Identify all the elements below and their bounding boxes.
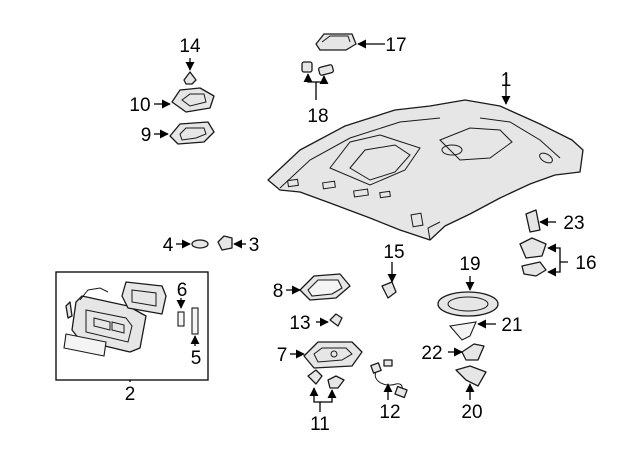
callout-4: 4 — [163, 235, 174, 256]
overhead-console-part-7 — [303, 341, 363, 369]
clip-part-3 — [217, 235, 233, 251]
callout-11: 11 — [310, 414, 330, 435]
callout-3: 3 — [249, 235, 260, 256]
callout-15: 15 — [383, 242, 404, 263]
bulbs-part-18 — [301, 61, 334, 76]
lamp-lens-part-9 — [169, 121, 215, 145]
lamp-housing-part-10 — [171, 87, 215, 113]
trim-part-21 — [448, 321, 477, 341]
sunvisor-inset — [55, 271, 209, 381]
clip-part-15 — [381, 281, 397, 299]
callout-18: 18 — [307, 106, 328, 127]
callout-7: 7 — [277, 345, 288, 366]
screw-part-13 — [329, 313, 343, 327]
retainers-part-16 — [519, 237, 547, 277]
callout-13: 13 — [289, 313, 310, 334]
callout-1: 1 — [501, 70, 512, 91]
washer-part-4 — [191, 239, 209, 249]
bezel-part-8 — [299, 273, 351, 301]
callout-21: 21 — [501, 315, 522, 336]
clip-part-14 — [183, 71, 197, 85]
trim-part-20 — [455, 365, 487, 387]
callout-22: 22 — [421, 343, 442, 364]
callout-16: 16 — [575, 253, 596, 274]
callout-8: 8 — [273, 281, 284, 302]
callout-6: 6 — [177, 280, 188, 301]
callout-12: 12 — [379, 402, 400, 423]
callout-17: 17 — [385, 35, 406, 56]
callout-20: 20 — [461, 402, 482, 423]
callout-9: 9 — [141, 125, 152, 146]
bracket-part-23 — [525, 209, 541, 233]
oval-bezel-part-19 — [437, 291, 499, 317]
callout-14: 14 — [179, 36, 201, 57]
dome-lamp-part-17 — [315, 33, 357, 51]
callout-10: 10 — [129, 95, 150, 116]
lenses-part-11 — [307, 369, 345, 389]
callout-19: 19 — [459, 254, 480, 275]
callout-2: 2 — [125, 384, 136, 405]
callout-23: 23 — [563, 213, 584, 234]
cover-part-22 — [461, 343, 485, 361]
wire-harness-part-12 — [370, 359, 408, 399]
headliner-part-1 — [267, 99, 584, 241]
callout-5: 5 — [191, 348, 202, 369]
